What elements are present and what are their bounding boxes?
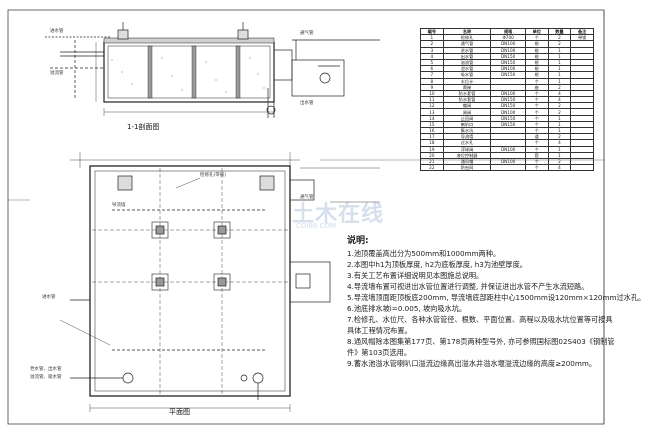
table-cell bbox=[490, 164, 526, 172]
table-cell: 防虫网 bbox=[442, 164, 492, 172]
plan-title: 平面图 bbox=[169, 408, 190, 416]
callout-section-vent: 通气管 bbox=[300, 31, 314, 36]
note-line: 7.检修孔、水位尺、各种水管管径、根数、平面位置、高程以及吸水坑位置等可按具 bbox=[347, 315, 613, 324]
section-title: 1-1剖面图 bbox=[127, 123, 160, 131]
callout-plan-inlet: 进水管 bbox=[42, 295, 56, 300]
table-cell bbox=[570, 164, 594, 172]
callout-plan-vent: 通气管 bbox=[300, 195, 314, 200]
note-line: 8.通风帽除本图集第177页、第178页两种型号外, 亦可参照国标图02S403… bbox=[347, 337, 615, 346]
note-line: 9.蓄水池溢水管喇叭口溢流边缘高出溢水井溢水堰溢流边缘的高度≥200mm。 bbox=[347, 359, 597, 368]
watermark-sub: COI88.COM bbox=[296, 222, 337, 230]
note-line: 具体工程情况布置。 bbox=[347, 326, 412, 335]
table-cell: 止回阀 bbox=[442, 114, 492, 122]
section-view bbox=[45, 22, 380, 118]
table-cell: 液位控制器 bbox=[442, 151, 492, 159]
callout-plan-suction: 溢流管、吸水管 bbox=[30, 375, 62, 380]
table-cell: 出水管 bbox=[442, 52, 492, 60]
table-cell: 浮球阀 bbox=[442, 145, 492, 153]
watermark: 土木在线 bbox=[292, 202, 385, 227]
note-line: 5.导流墙顶面距顶板底200mm, 导流墙底部距柱中心1500mm设120mm×… bbox=[347, 293, 645, 302]
table-cell: 爬梯 bbox=[442, 83, 492, 91]
notes-title: 说明: bbox=[347, 236, 369, 246]
note-line: 1.池顶覆盖高出分为500mm和1000mm两种。 bbox=[347, 249, 501, 258]
callout-plan-guide-wall: 导流墙 bbox=[112, 203, 126, 208]
plan-view bbox=[59, 152, 380, 412]
table-cell: 闸阀 bbox=[442, 108, 492, 116]
note-line: 4.导流墙布置可视进出水管位置进行调整, 并保证进出水管不产生水流短路。 bbox=[347, 282, 589, 291]
table-cell: 22 bbox=[420, 164, 444, 172]
table-cell: 喇叭口 bbox=[442, 120, 492, 129]
callout-section-inlet: 进水管 bbox=[50, 29, 64, 34]
section-hatch bbox=[111, 57, 265, 93]
note-line: 2.本图中h1为顶板厚度, h2为底板厚度, h3为池壁厚度。 bbox=[347, 260, 527, 269]
callout-plan-manhole: 检修孔(带锁) bbox=[200, 173, 227, 178]
note-line: 3.有关工艺布置详细说明见本图施总说明。 bbox=[347, 271, 484, 280]
note-line: 6.池底排水坡i=0.005, 坡向吸水坑。 bbox=[347, 304, 467, 313]
notes-block: 说明: 1.池顶覆盖高出分为500mm和1000mm两种。 2.本图中h1为顶板… bbox=[347, 236, 645, 369]
table-cell: 4 bbox=[547, 164, 572, 172]
table-cell: 个 bbox=[524, 164, 549, 172]
callout-plan-drain: 泄水管、出水管 bbox=[30, 367, 62, 372]
callout-section-overflow: 溢流管 bbox=[50, 71, 64, 76]
table-cell: 水位计 bbox=[442, 77, 492, 85]
table-cell: 进水管 bbox=[442, 46, 492, 54]
callout-section-outlet: 出水管 bbox=[300, 101, 314, 106]
note-line: 件》第103页选用。 bbox=[347, 348, 412, 357]
